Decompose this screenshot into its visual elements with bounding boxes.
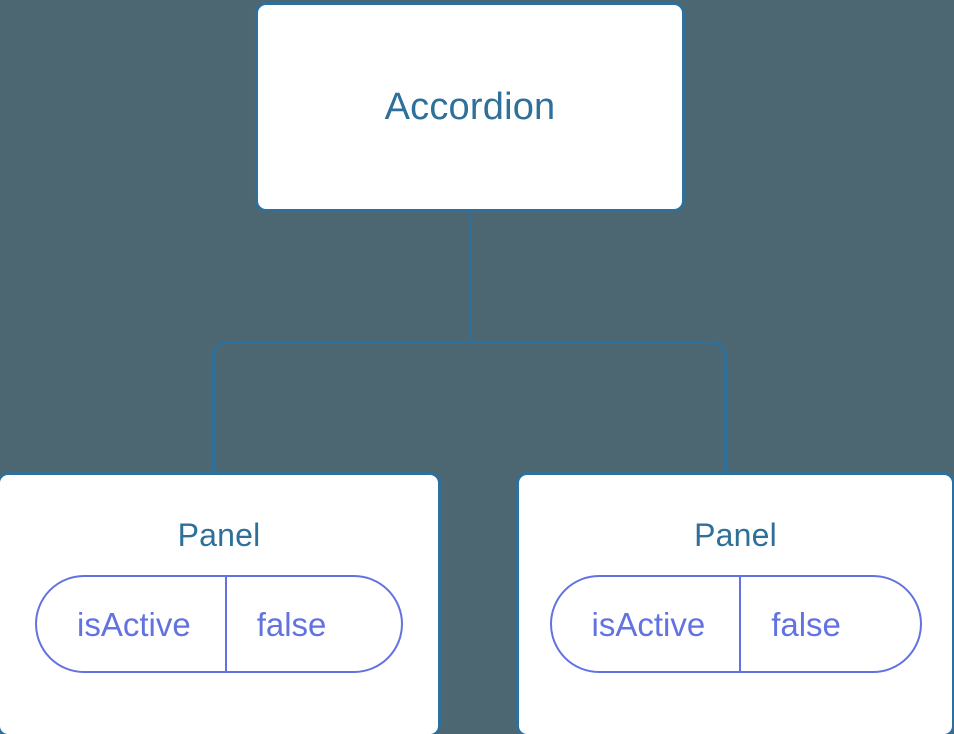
node-panel-left[interactable]: Panel isActive false	[0, 472, 441, 734]
node-accordion-title: Accordion	[384, 86, 556, 128]
prop-value-label: false	[771, 605, 841, 643]
node-panel-left-title: Panel	[177, 517, 261, 553]
connector-branch-right	[470, 341, 727, 474]
prop-value-label: false	[256, 605, 327, 643]
prop-badge-isactive-right[interactable]: isActive false	[549, 575, 922, 673]
prop-key-label: isActive	[552, 577, 742, 671]
connector-branch-left	[212, 341, 471, 474]
node-accordion[interactable]: Accordion	[255, 2, 685, 212]
node-panel-right[interactable]: Panel isActive false	[516, 472, 954, 734]
prop-key-label: isActive	[37, 577, 227, 671]
node-panel-right-title: Panel	[694, 517, 777, 553]
prop-badge-isactive-left[interactable]: isActive false	[35, 575, 403, 673]
